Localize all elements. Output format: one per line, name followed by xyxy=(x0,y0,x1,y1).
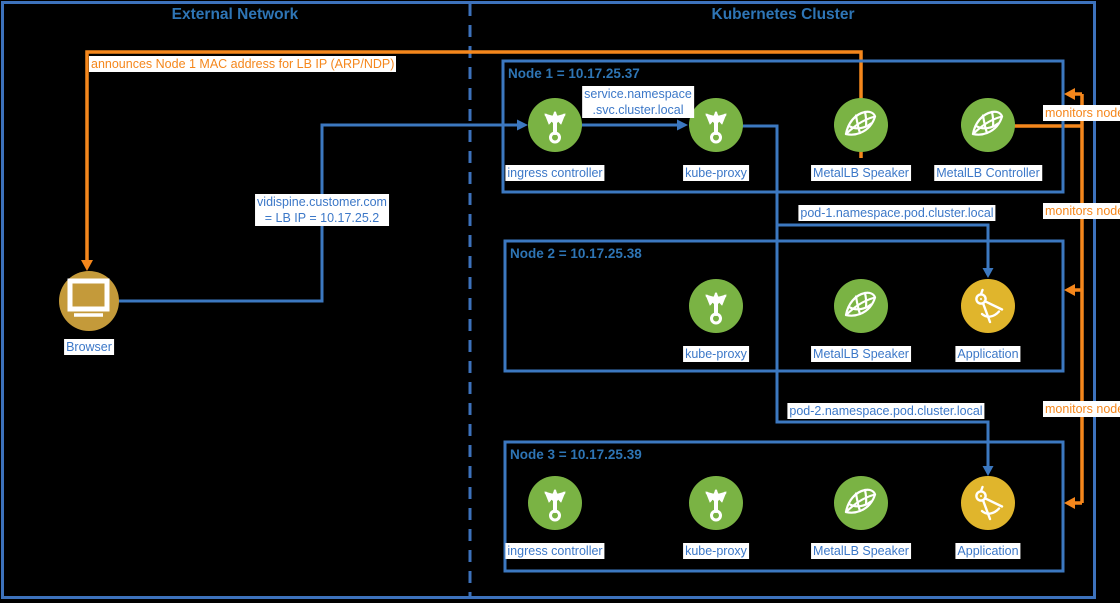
arrowhead xyxy=(1064,284,1075,296)
node-2-box xyxy=(503,239,1065,373)
application-label: Application xyxy=(955,543,1021,559)
kube-proxy-label: kube-proxy xyxy=(683,346,749,362)
kube-proxy-label: kube-proxy xyxy=(683,543,749,559)
arrowhead xyxy=(982,466,994,476)
ingress-controller-icon xyxy=(528,98,582,152)
metallb-speaker-icon xyxy=(834,279,888,333)
announce-label: announces Node 1 MAC address for LB IP (… xyxy=(89,56,397,72)
monitors-node-label-2: monitors node xyxy=(1043,203,1120,219)
ingress-controller-label: ingress controller xyxy=(505,543,605,559)
metallb-speaker-label: MetalLB Speaker xyxy=(811,165,911,181)
metallb-speaker-icon xyxy=(834,476,888,530)
monitors-node-label-3: monitors node xyxy=(1043,401,1120,417)
arrowhead xyxy=(1064,88,1075,100)
monitors-node-label-1: monitors node xyxy=(1043,105,1120,121)
node-1-title: Node 1 = 10.17.25.37 xyxy=(508,66,640,81)
lb-dns-label: vidispine.customer.com = LB IP = 10.17.2… xyxy=(255,194,389,226)
ingress-controller-icon xyxy=(528,476,582,530)
kubeproxy-to-pods-connector xyxy=(716,124,994,476)
metallb-controller-icon xyxy=(961,98,1015,152)
kubernetes-cluster-title: Kubernetes Cluster xyxy=(711,6,855,23)
metallb-speaker-icon xyxy=(834,98,888,152)
node-1-box xyxy=(501,59,1065,194)
external-network-title: External Network xyxy=(171,6,299,23)
arrowhead xyxy=(677,119,688,131)
kube-proxy-label: kube-proxy xyxy=(683,165,749,181)
service-dns-label: service.namespace .svc.cluster.local xyxy=(582,86,694,118)
browser-icon xyxy=(59,271,119,331)
outer-border xyxy=(1,1,1096,599)
node-2-title: Node 2 = 10.17.25.38 xyxy=(510,246,642,261)
application-icon xyxy=(961,279,1015,333)
ingress-controller-label: ingress controller xyxy=(505,165,605,181)
arrowhead xyxy=(81,260,93,271)
arrowhead xyxy=(1064,497,1075,509)
node-3-box xyxy=(503,440,1065,573)
application-icon xyxy=(961,476,1015,530)
metallb-speaker-label: MetalLB Speaker xyxy=(811,543,911,559)
metallb-controller-label: MetalLB Controller xyxy=(934,165,1042,181)
kube-proxy-icon xyxy=(689,279,743,333)
metallb-speaker-label: MetalLB Speaker xyxy=(811,346,911,362)
kube-proxy-icon xyxy=(689,476,743,530)
pod1-dns-label: pod-1.namespace.pod.cluster.local xyxy=(798,205,996,221)
kube-proxy-icon xyxy=(689,98,743,152)
pod2-dns-label: pod-2.namespace.pod.cluster.local xyxy=(787,403,985,419)
application-label: Application xyxy=(955,346,1021,362)
node-3-title: Node 3 = 10.17.25.39 xyxy=(510,447,642,462)
browser-label: Browser xyxy=(64,339,114,355)
arrowhead xyxy=(982,268,994,278)
arrowhead xyxy=(517,119,528,131)
